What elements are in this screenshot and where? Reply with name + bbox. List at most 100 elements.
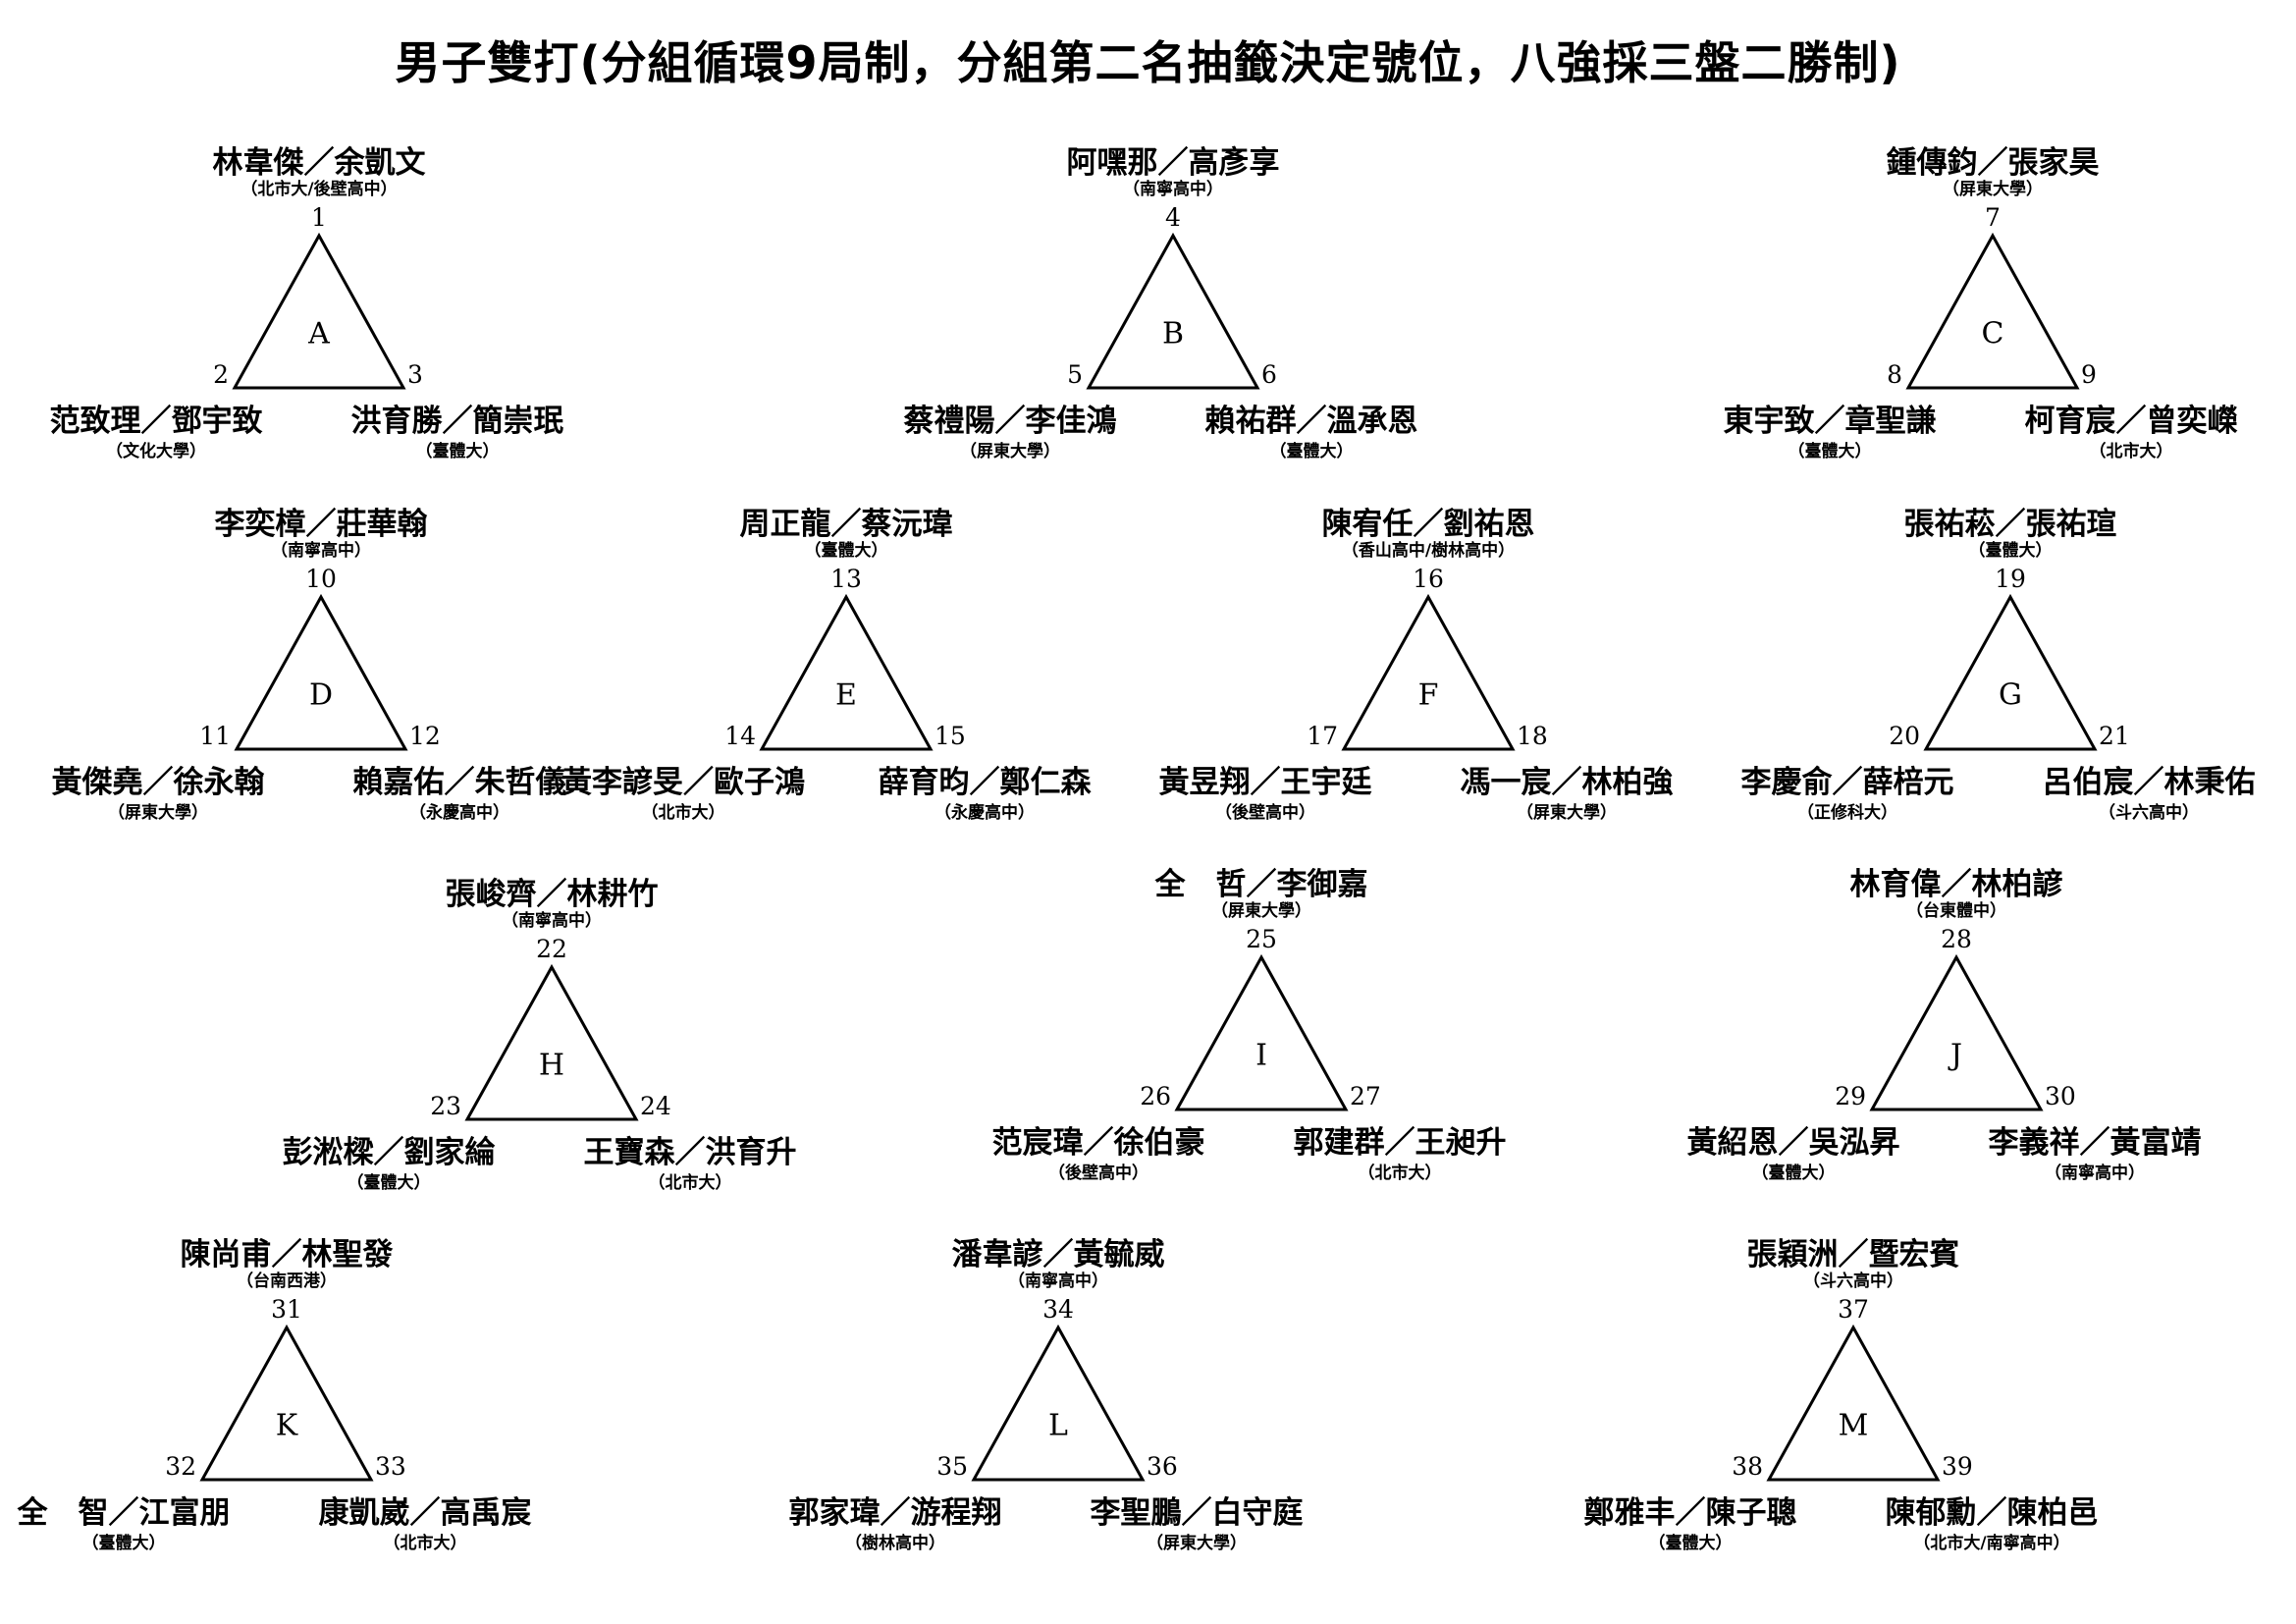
left-seat-school: （樹林高中）	[845, 1534, 945, 1553]
top-seat-name: 林育偉／林柏諺	[1849, 867, 2063, 902]
left-seat-school: （後壁高中）	[1215, 803, 1315, 823]
right-seat-number: 15	[934, 722, 966, 750]
left-seat-name: 黃昱翔／王宇廷	[1158, 765, 1372, 800]
top-seat-number: 25	[1246, 925, 1277, 953]
top-seat-number: 22	[536, 935, 567, 963]
right-seat-number: 30	[2045, 1082, 2076, 1110]
triangle-outline	[971, 1324, 1146, 1482]
top-seat-school: （屏東大學）	[1943, 180, 2043, 199]
group-triangle	[234, 593, 408, 751]
left-seat-name: 李慶俞／薛棓元	[1740, 765, 1954, 800]
right-seat-school: （北市大）	[648, 1173, 732, 1193]
right-seat-number: 39	[1942, 1452, 1973, 1481]
top-seat-number: 1	[311, 203, 327, 232]
group-letter: C	[1981, 316, 2004, 352]
left-seat-name: 彭淞樑／劉家綸	[282, 1135, 496, 1170]
left-seat-number: 2	[213, 360, 229, 389]
top-seat-school: （台南西港）	[237, 1272, 337, 1291]
right-seat-school: （北市大）	[383, 1534, 467, 1553]
group-letter: E	[835, 677, 857, 713]
group-triangle	[1923, 593, 2098, 751]
right-seat-school: （北市大）	[1358, 1164, 1442, 1183]
left-seat-school: （臺體大）	[81, 1534, 166, 1553]
group-triangle	[199, 1324, 374, 1482]
left-seat-number: 26	[1140, 1082, 1171, 1110]
top-seat-school: （臺體大）	[1968, 541, 2053, 561]
top-seat-school: （南寧高中）	[1008, 1272, 1108, 1291]
right-seat-school: （屏東大學）	[1517, 803, 1617, 823]
right-seat-name: 李聖鵬／白守庭	[1090, 1495, 1304, 1531]
right-seat-name: 陳郁勳／陳柏邑	[1885, 1495, 2099, 1531]
top-seat-school: （南寧高中）	[1123, 180, 1223, 199]
top-seat-school: （臺體大）	[804, 541, 888, 561]
triangle-outline	[1766, 1324, 1941, 1482]
group-letter: A	[308, 316, 330, 352]
right-seat-number: 9	[2081, 360, 2097, 389]
left-seat-number: 29	[1835, 1082, 1866, 1110]
left-seat-school: （臺體大）	[1788, 442, 1872, 461]
left-seat-school: （臺體大）	[347, 1173, 431, 1193]
left-seat-name: 黃傑堯／徐永翰	[51, 765, 265, 800]
top-seat-school: （北市大/後壁高中）	[240, 180, 398, 199]
top-seat-name: 張峻齊／林耕竹	[445, 877, 659, 912]
right-seat-name: 薛育昀／鄭仁森	[878, 765, 1092, 800]
left-seat-number: 32	[165, 1452, 196, 1481]
right-seat-number: 3	[407, 360, 423, 389]
left-seat-name: 東宇致／章聖謙	[1723, 404, 1937, 439]
left-seat-number: 38	[1732, 1452, 1763, 1481]
right-seat-name: 郭建群／王昶升	[1293, 1125, 1507, 1161]
top-seat-school: （屏東大學）	[1211, 901, 1311, 921]
left-seat-school: （正修科大）	[1797, 803, 1897, 823]
right-seat-school: （南寧高中）	[2045, 1164, 2145, 1183]
triangle-outline	[1086, 232, 1260, 390]
top-seat-school: （台東體中）	[1906, 901, 2006, 921]
group-letter: G	[1999, 677, 2022, 713]
group-triangle	[1174, 953, 1349, 1111]
right-seat-name: 馮一宸／林柏強	[1460, 765, 1674, 800]
group-triangle	[1341, 593, 1516, 751]
triangle-outline	[759, 593, 934, 751]
right-seat-number: 12	[409, 722, 441, 750]
group-letter: H	[538, 1048, 565, 1083]
left-seat-number: 8	[1887, 360, 1902, 389]
top-seat-name: 張祐菘／張祐瑄	[1903, 507, 2117, 542]
top-seat-name: 鍾傳鈞／張家昊	[1886, 145, 2100, 181]
group-letter: I	[1255, 1038, 1267, 1073]
left-seat-name: 黃李諺旻／歐子鴻	[561, 765, 805, 800]
group-triangle	[759, 593, 934, 751]
right-seat-name: 賴祐群／溫承恩	[1204, 404, 1418, 439]
right-seat-school: （臺體大）	[415, 442, 500, 461]
top-seat-name: 張穎洲／暨宏賓	[1746, 1237, 1960, 1272]
triangle-outline	[1174, 953, 1349, 1111]
group-triangle	[464, 963, 639, 1121]
triangle-outline	[464, 963, 639, 1121]
top-seat-name: 陳尚甫／林聖發	[180, 1237, 394, 1272]
left-seat-school: （屏東大學）	[960, 442, 1060, 461]
left-seat-school: （後壁高中）	[1048, 1164, 1148, 1183]
left-seat-school: （臺體大）	[1751, 1164, 1836, 1183]
group-triangle	[1869, 953, 2044, 1111]
left-seat-school: （文化大學）	[106, 442, 206, 461]
right-seat-number: 18	[1517, 722, 1548, 750]
left-seat-number: 11	[199, 722, 231, 750]
left-seat-number: 5	[1067, 360, 1083, 389]
right-seat-number: 27	[1350, 1082, 1381, 1110]
top-seat-name: 全 哲／李御嘉	[1154, 867, 1368, 902]
right-seat-school: （斗六高中）	[2099, 803, 2199, 823]
top-seat-number: 10	[305, 565, 337, 593]
top-seat-school: （南寧高中）	[271, 541, 371, 561]
group-letter: M	[1838, 1408, 1869, 1443]
right-seat-number: 33	[375, 1452, 406, 1481]
left-seat-school: （臺體大）	[1648, 1534, 1733, 1553]
top-seat-name: 周正龍／蔡沅瑋	[739, 507, 953, 542]
right-seat-number: 21	[2099, 722, 2130, 750]
right-seat-name: 賴嘉佑／朱哲儀	[352, 765, 566, 800]
